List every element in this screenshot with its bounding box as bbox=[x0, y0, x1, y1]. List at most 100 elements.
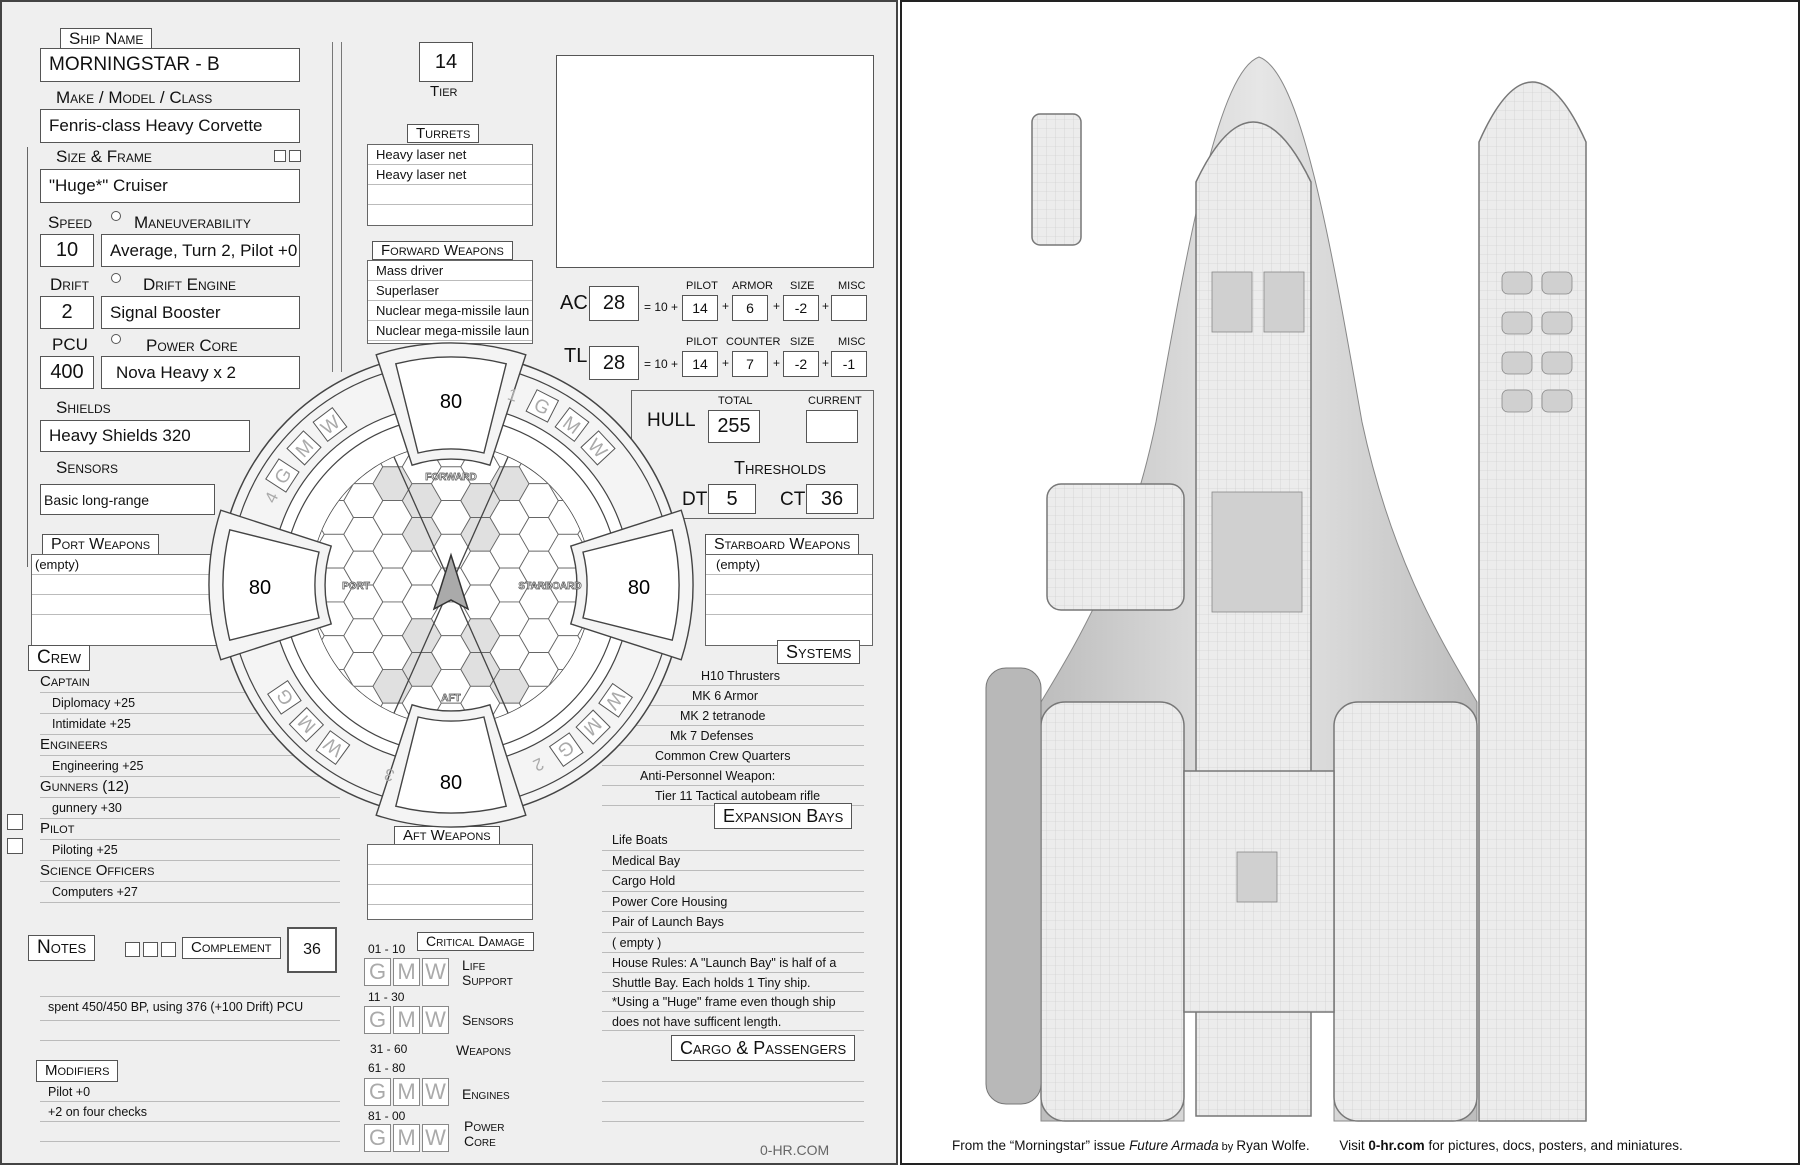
size-checkbox-1[interactable] bbox=[274, 150, 286, 162]
forward-weapon-item[interactable]: Nuclear mega-missile laun bbox=[368, 321, 532, 341]
tl-size-field[interactable]: -2 bbox=[783, 351, 819, 377]
size-checkbox-2[interactable] bbox=[289, 150, 301, 162]
system-item[interactable]: MK 2 tetranode bbox=[602, 706, 864, 726]
crew-skill[interactable]: Intimidate +25 bbox=[40, 714, 340, 735]
power-core-field[interactable]: Nova Heavy x 2 bbox=[101, 356, 300, 389]
forward-shield-arc-inner[interactable] bbox=[394, 356, 508, 454]
tier-field[interactable]: 14 bbox=[419, 42, 473, 82]
notes-area[interactable]: spent 450/450 BP, using 376 (+100 Drift)… bbox=[40, 977, 340, 1055]
crew-role[interactable]: Captain bbox=[40, 672, 340, 693]
side-checkbox-1[interactable] bbox=[7, 814, 23, 830]
make-field[interactable]: Fenris-class Heavy Corvette bbox=[40, 109, 300, 143]
glitch-box[interactable]: G bbox=[364, 1006, 391, 1034]
expansion-bay-item[interactable]: does not have sufficent length. bbox=[602, 1012, 864, 1031]
crew-skill[interactable]: Diplomacy +25 bbox=[40, 693, 340, 714]
expansion-bay-item[interactable]: Medical Bay bbox=[602, 851, 864, 871]
maneuver-field[interactable]: Average, Turn 2, Pilot +0 bbox=[101, 234, 300, 267]
notes-checkbox-2[interactable] bbox=[143, 942, 158, 957]
aft-weapon-item[interactable] bbox=[368, 865, 532, 885]
crew-role[interactable]: Pilot bbox=[40, 819, 340, 840]
glitch-box[interactable]: G bbox=[364, 1124, 391, 1152]
caption-site-link[interactable]: 0-hr.com bbox=[1368, 1138, 1425, 1153]
port-shield-arc-inner[interactable] bbox=[222, 528, 320, 642]
forward-weapon-item[interactable]: Mass driver bbox=[368, 261, 532, 281]
quadrant-m-box[interactable]: M bbox=[554, 406, 590, 443]
expansion-bay-item[interactable]: Cargo Hold bbox=[602, 871, 864, 892]
drift-engine-radio[interactable] bbox=[111, 273, 121, 283]
system-item[interactable]: Mk 7 Defenses bbox=[602, 726, 864, 746]
speed-field[interactable]: 10 bbox=[40, 234, 94, 267]
quadrant-g-box[interactable]: G bbox=[267, 680, 302, 715]
starboard-weapon-item[interactable]: (empty) bbox=[706, 555, 872, 575]
size-field[interactable]: "Huge*" Cruiser bbox=[40, 169, 300, 203]
expansion-bay-item[interactable]: House Rules: A "Launch Bay" is half of a bbox=[602, 953, 864, 973]
turret-item[interactable]: Heavy laser net bbox=[368, 145, 532, 165]
crew-role[interactable]: Gunners (12) bbox=[40, 777, 340, 798]
expansion-bay-item[interactable]: Shuttle Bay. Each holds 1 Tiny ship. bbox=[602, 973, 864, 992]
quadrant-m-box[interactable]: M bbox=[286, 430, 322, 466]
wrecked-box[interactable]: W bbox=[422, 1078, 449, 1106]
quadrant-g-box[interactable]: G bbox=[525, 389, 560, 423]
ac-size-field[interactable]: -2 bbox=[783, 295, 819, 321]
ac-misc-field[interactable] bbox=[831, 295, 867, 321]
crew-skill[interactable]: gunnery +30 bbox=[40, 798, 340, 819]
starboard-shield-value[interactable]: 80 bbox=[628, 577, 650, 599]
turret-item[interactable] bbox=[368, 185, 532, 205]
port-weapon-item[interactable]: (empty) bbox=[32, 555, 232, 575]
complement-field[interactable]: 36 bbox=[287, 927, 337, 973]
shields-field[interactable]: Heavy Shields 320 bbox=[40, 420, 250, 452]
crew-skill[interactable]: Piloting +25 bbox=[40, 840, 340, 861]
expansion-bay-item[interactable]: Life Boats bbox=[602, 830, 864, 851]
malfunction-box[interactable]: M bbox=[393, 1078, 420, 1106]
drift-field[interactable]: 2 bbox=[40, 296, 94, 329]
modifier-item[interactable]: +2 on four checks bbox=[40, 1102, 340, 1122]
aft-weapon-item[interactable] bbox=[368, 885, 532, 905]
forward-shield-value[interactable]: 80 bbox=[440, 391, 462, 413]
crew-skill[interactable]: Computers +27 bbox=[40, 882, 340, 903]
tl-misc-field[interactable]: -1 bbox=[831, 351, 867, 377]
cargo-list[interactable] bbox=[602, 1062, 864, 1140]
tl-field[interactable]: 28 bbox=[589, 346, 639, 380]
modifier-item[interactable]: Pilot +0 bbox=[40, 1082, 340, 1102]
system-item[interactable]: MK 6 Armor bbox=[602, 686, 864, 706]
expansion-bay-item[interactable]: Pair of Launch Bays bbox=[602, 912, 864, 933]
notes-checkbox-3[interactable] bbox=[161, 942, 176, 957]
aft-shield-arc-inner[interactable] bbox=[394, 716, 508, 814]
wrecked-box[interactable]: W bbox=[422, 1124, 449, 1152]
expansion-bay-item[interactable]: ( empty ) bbox=[602, 933, 864, 953]
malfunction-box[interactable]: M bbox=[393, 1006, 420, 1034]
ship-name-field[interactable]: MORNINGSTAR - B bbox=[40, 48, 300, 82]
hull-total-field[interactable]: 255 bbox=[708, 410, 760, 443]
expansion-bay-item[interactable]: Power Core Housing bbox=[602, 892, 864, 912]
hull-current-field[interactable] bbox=[806, 410, 858, 443]
tl-counter-field[interactable]: 7 bbox=[732, 351, 768, 377]
system-item[interactable]: H10 Thrusters bbox=[602, 666, 864, 686]
aft-shield-value[interactable]: 80 bbox=[440, 772, 462, 794]
maneuver-radio[interactable] bbox=[111, 211, 121, 221]
wrecked-box[interactable]: W bbox=[422, 1006, 449, 1034]
ct-field[interactable]: 36 bbox=[806, 484, 858, 514]
glitch-box[interactable]: G bbox=[364, 958, 391, 986]
starboard-shield-arc-inner[interactable] bbox=[582, 528, 680, 642]
system-item[interactable]: Anti-Personnel Weapon: bbox=[602, 766, 864, 786]
port-weapon-item[interactable] bbox=[32, 595, 232, 615]
aft-weapon-item[interactable] bbox=[368, 845, 532, 865]
expansion-bay-item[interactable]: *Using a "Huge" frame even though ship bbox=[602, 992, 864, 1012]
ac-pilot-field[interactable]: 14 bbox=[682, 295, 718, 321]
tl-pilot-field[interactable]: 14 bbox=[682, 351, 718, 377]
starboard-weapon-item[interactable] bbox=[706, 595, 872, 615]
sensors-field[interactable]: Basic long-range bbox=[40, 484, 215, 515]
modifier-item[interactable] bbox=[40, 1122, 340, 1142]
pcu-field[interactable]: 400 bbox=[40, 356, 94, 389]
system-item[interactable]: Common Crew Quarters bbox=[602, 746, 864, 766]
ac-field[interactable]: 28 bbox=[589, 286, 639, 321]
portrait-box[interactable] bbox=[556, 55, 874, 268]
ac-armor-field[interactable]: 6 bbox=[732, 295, 768, 321]
power-core-radio[interactable] bbox=[111, 334, 121, 344]
quadrant-g-box[interactable]: G bbox=[265, 458, 300, 493]
quadrant-g-box[interactable]: G bbox=[548, 732, 584, 768]
notes-checkbox-1[interactable] bbox=[125, 942, 140, 957]
port-weapon-item[interactable] bbox=[32, 575, 232, 595]
malfunction-box[interactable]: M bbox=[393, 1124, 420, 1152]
turret-item[interactable]: Heavy laser net bbox=[368, 165, 532, 185]
